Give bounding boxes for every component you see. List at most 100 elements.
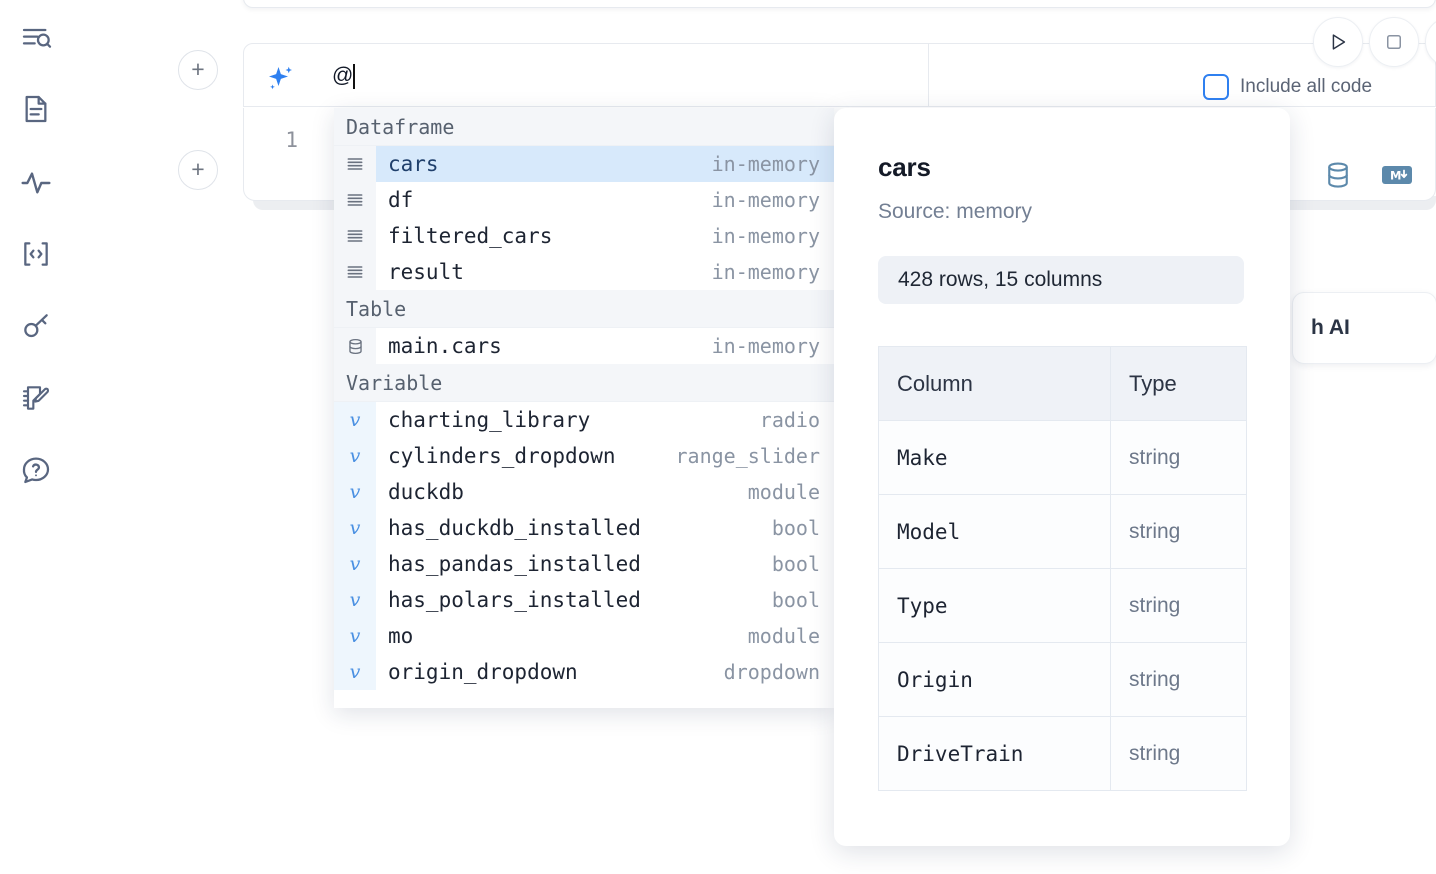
include-all-code-label: Include all code	[1240, 76, 1373, 97]
key-icon[interactable]	[14, 304, 58, 348]
generate-with-ai-chip[interactable]: h AI	[1292, 292, 1436, 364]
markdown-icon[interactable]: M	[1381, 163, 1413, 187]
autocomplete-item-type: module	[747, 624, 820, 648]
autocomplete-item[interactable]: v cylinders_dropdown range_slider	[334, 438, 834, 474]
autocomplete-item-body: main.cars in-memory	[376, 328, 834, 364]
autocomplete-item-name: has_duckdb_installed	[388, 516, 641, 540]
variable-icon: v	[334, 618, 376, 654]
table-database-icon	[334, 328, 376, 364]
autocomplete-item-body: has_pandas_installed bool	[376, 546, 834, 582]
autocomplete-item-name: charting_library	[388, 408, 591, 432]
dataframe-icon	[334, 182, 376, 218]
ai-bar-divider	[928, 43, 929, 107]
ai-prompt-bar: @	[243, 43, 1436, 107]
autocomplete-item-body: has_duckdb_installed bool	[376, 510, 834, 546]
help-chat-icon[interactable]	[14, 448, 58, 492]
text-caret	[353, 63, 356, 89]
preview-column-type: string	[1110, 494, 1247, 569]
autocomplete-item-type: radio	[759, 408, 820, 432]
preview-column-name: Type	[878, 568, 1111, 643]
variable-icon: v	[334, 546, 376, 582]
variable-icon: v	[334, 438, 376, 474]
autocomplete-item-type: bool	[771, 516, 820, 540]
ai-prompt-input[interactable]: @	[332, 44, 1255, 108]
file-document-icon[interactable]	[14, 87, 58, 131]
outline-search-icon[interactable]	[14, 16, 58, 60]
autocomplete-item-type: in-memory	[711, 334, 820, 358]
variable-icon: v	[334, 474, 376, 510]
include-all-code-checkbox[interactable]	[1203, 74, 1229, 100]
variable-icon: v	[334, 654, 376, 690]
preview-column-type: string	[1110, 642, 1247, 717]
autocomplete-group-header: Table	[334, 290, 834, 328]
autocomplete-item-type: in-memory	[711, 260, 820, 284]
scratchpad-edit-icon[interactable]	[14, 376, 58, 420]
previous-cell-edge	[243, 0, 1436, 8]
preview-table-header: Type	[1110, 346, 1247, 421]
left-icon-rail	[0, 0, 72, 874]
autocomplete-item[interactable]: filtered_cars in-memory	[334, 218, 834, 254]
dataframe-preview-panel: cars Source: memory 428 rows, 15 columns…	[834, 108, 1290, 846]
dataframe-icon	[334, 146, 376, 182]
code-brackets-icon[interactable]	[14, 232, 58, 276]
autocomplete-item-name: has_polars_installed	[388, 588, 641, 612]
autocomplete-item-name: cars	[388, 152, 439, 176]
autocomplete-item-name: cylinders_dropdown	[388, 444, 616, 468]
autocomplete-group-header: Dataframe	[334, 108, 834, 146]
autocomplete-item-name: main.cars	[388, 334, 502, 358]
stop-button[interactable]	[1369, 17, 1419, 67]
svg-text:M: M	[1390, 169, 1401, 183]
autocomplete-item-type: module	[747, 480, 820, 504]
autocomplete-item-body: cylinders_dropdown range_slider	[376, 438, 834, 474]
preview-title: cars	[878, 152, 931, 182]
autocomplete-item[interactable]: main.cars in-memory	[334, 328, 834, 364]
preview-column-name: Model	[878, 494, 1111, 569]
autocomplete-item-type: in-memory	[711, 224, 820, 248]
autocomplete-item-name: filtered_cars	[388, 224, 553, 248]
autocomplete-item-type: in-memory	[711, 152, 820, 176]
autocomplete-item-type: bool	[771, 552, 820, 576]
preview-column-type: string	[1110, 716, 1247, 791]
add-cell-below-button[interactable]: +	[178, 150, 218, 190]
preview-source: Source: memory	[878, 200, 1033, 223]
autocomplete-item-body: cars in-memory	[376, 146, 834, 182]
variable-icon: v	[334, 582, 376, 618]
autocomplete-item[interactable]: cars in-memory	[334, 146, 834, 182]
autocomplete-item-name: has_pandas_installed	[388, 552, 641, 576]
autocomplete-item-name: mo	[388, 624, 414, 648]
include-all-code-toggle[interactable]: Include all code	[1203, 74, 1372, 100]
preview-table-header: Column	[878, 346, 1111, 421]
autocomplete-item-body: charting_library radio	[376, 402, 834, 438]
autocomplete-item-body: filtered_cars in-memory	[376, 218, 834, 254]
preview-column-type: string	[1110, 420, 1247, 495]
ai-sparkle-icon	[266, 64, 296, 94]
variable-icon: v	[334, 510, 376, 546]
plus-icon: +	[191, 55, 205, 82]
database-icon[interactable]	[1323, 160, 1353, 190]
plus-icon: +	[191, 155, 205, 182]
autocomplete-item[interactable]: v has_pandas_installed bool	[334, 546, 834, 582]
activity-pulse-icon[interactable]	[14, 161, 58, 205]
line-number: 1	[285, 128, 298, 152]
run-button[interactable]	[1313, 17, 1363, 67]
autocomplete-item-type: range_slider	[675, 444, 821, 468]
autocomplete-item[interactable]: v has_duckdb_installed bool	[334, 510, 834, 546]
add-cell-above-button[interactable]: +	[178, 50, 218, 90]
